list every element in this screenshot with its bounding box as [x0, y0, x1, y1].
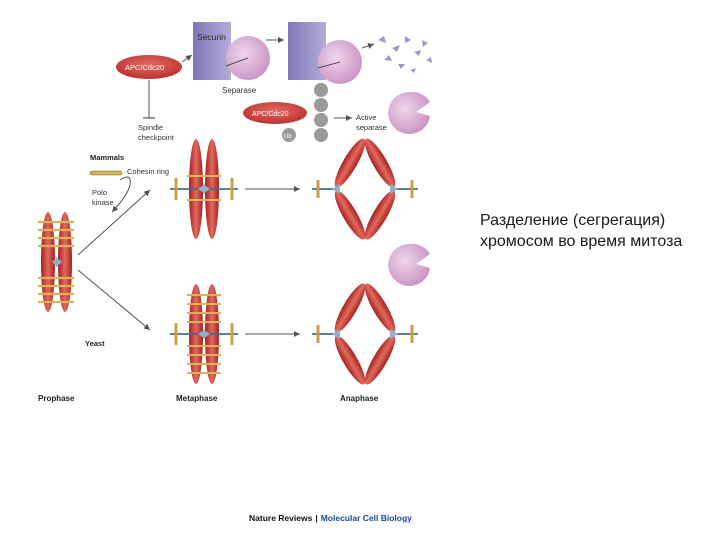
anaphase-chromatids-mammals [312, 138, 418, 240]
prophase-chromosome [38, 212, 74, 312]
credit-journal: Nature Reviews [249, 513, 313, 523]
metaphase-chromosome-yeast [170, 284, 238, 384]
anaphase-chromatids-yeast [312, 283, 418, 385]
metaphase-chromosome-mammals [170, 139, 238, 239]
active-separase-label-1: Active [356, 113, 376, 122]
securin-label: Securin [197, 32, 226, 42]
ubiquitin-chain: Ub [282, 83, 328, 142]
spindle-label-1: Spindle [138, 123, 163, 132]
stage-label-metaphase: Metaphase [176, 394, 218, 403]
active-separase-2 [388, 243, 430, 286]
mammals-label: Mammals [90, 153, 124, 162]
active-separase-label-2: separase [356, 123, 387, 132]
figure-credit: Nature Reviews|Molecular Cell Biology [249, 513, 412, 523]
apc-label-2: APC/Cdc20 [252, 111, 289, 118]
yeast-label: Yeast [85, 339, 105, 348]
polo-label-2: kinase [92, 198, 114, 207]
apc-cdc20-ellipse: APC/Cdc20 [116, 55, 182, 79]
slide-caption: Разделение (сегрегация) хромосом во врем… [480, 212, 683, 250]
stage-label-anaphase: Anaphase [340, 394, 379, 403]
securin-block [193, 22, 231, 80]
credit-subjournal: Molecular Cell Biology [320, 513, 412, 523]
separase-label: Separase [222, 86, 257, 95]
degraded-securin-fragments [378, 36, 432, 73]
ubiquitinated-complex [288, 22, 362, 84]
cohesin-ring-icon [89, 170, 123, 176]
polo-label-1: Polo [92, 188, 107, 197]
apc-label: APC/Cdc20 [125, 63, 164, 72]
credit-separator: | [315, 513, 318, 523]
stage-label-prophase: Prophase [38, 394, 75, 403]
spindle-label-2: checkpoint [138, 133, 175, 142]
active-separase: Active separase [356, 91, 430, 134]
apc-cdc20-ellipse-2: APC/Cdc20 [243, 102, 307, 124]
securin-separase-complex: Securin Separase [193, 22, 270, 95]
ub-label: Ub [284, 134, 292, 140]
cohesin-ring-label: Cohesin ring [127, 167, 169, 176]
